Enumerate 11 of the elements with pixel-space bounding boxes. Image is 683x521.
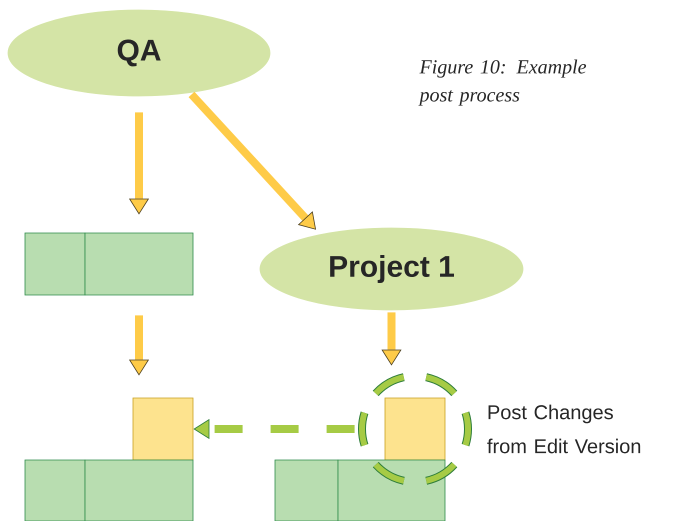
box <box>84 460 194 521</box>
figure-caption: Figure 10: Example post process <box>418 60 586 106</box>
oval-node: QA <box>8 10 270 96</box>
box <box>24 232 86 296</box>
box <box>274 460 338 521</box>
oval-node: Project 1 <box>260 228 524 310</box>
box <box>338 460 446 521</box>
box <box>24 460 86 521</box>
side-label: Post Changes from Edit Version <box>487 404 640 454</box>
highlight-box <box>132 398 194 460</box>
box <box>84 232 194 296</box>
